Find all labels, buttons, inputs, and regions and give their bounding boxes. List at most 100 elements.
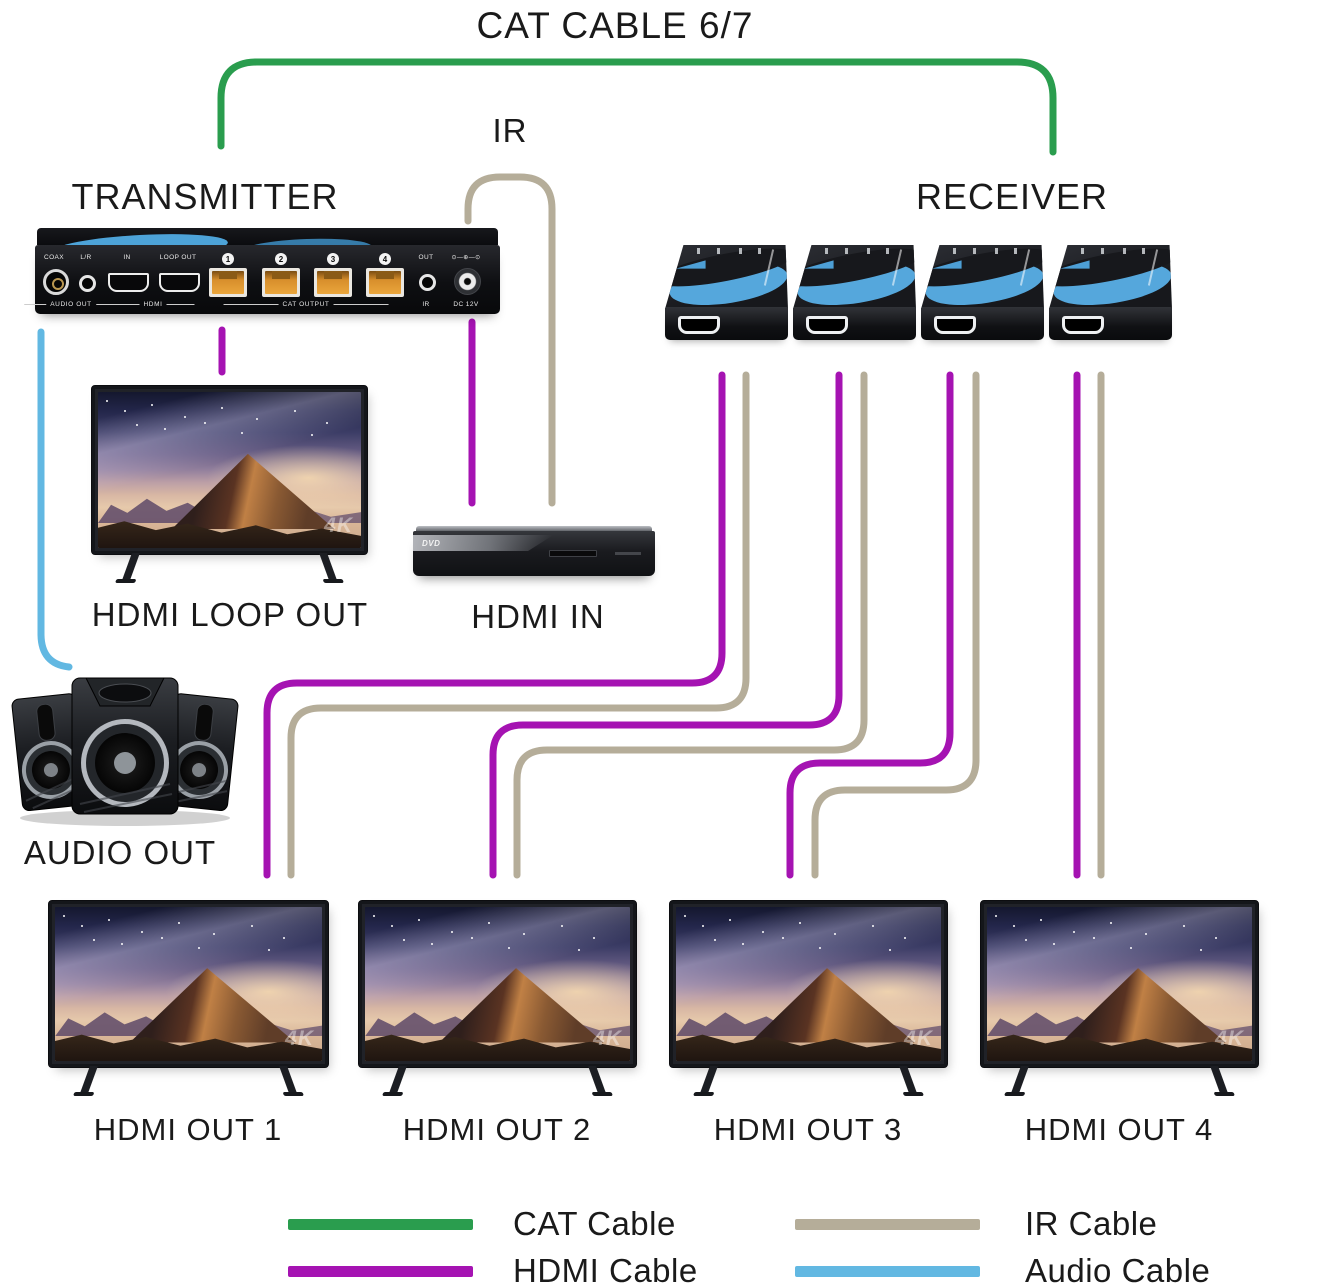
lr-port-label: L/R (80, 254, 92, 261)
hdmi-cable-swatch (288, 1266, 473, 1277)
ir-out-port (419, 274, 436, 291)
audio-out-label: AUDIO OUT (23, 834, 217, 871)
dc-power-jack (454, 268, 481, 295)
cat-cable-main (217, 58, 1057, 156)
ir-label: IR (492, 112, 528, 149)
disc-tray (549, 550, 597, 557)
cat-cable-swatch (288, 1219, 473, 1230)
hdmi-out-2-label: HDMI OUT 2 (402, 1112, 592, 1147)
cat-port-1-number: 1 (222, 253, 234, 265)
right-speaker (163, 693, 239, 811)
tv-4k-badge: 4K (285, 1027, 314, 1050)
tv-hdmi-loop-out: 4K (91, 385, 368, 580)
hdmi-cable-receiver-3 (786, 371, 954, 879)
tv-hdmi-out-4: 4K (980, 900, 1259, 1093)
tv-screen: 4K (98, 392, 361, 548)
audio-cable-swatch (795, 1266, 980, 1277)
hdmi-port (1062, 316, 1104, 334)
loop-out-port-label: LOOP OUT (159, 254, 197, 261)
ir-cable-swatch (795, 1219, 980, 1230)
coax-port (43, 269, 69, 295)
transmitter-label: TRANSMITTER (71, 176, 339, 217)
receiver-top (1049, 245, 1172, 309)
tv-frame: 4K (48, 900, 329, 1068)
ir-cable-transmitter-dvd (464, 173, 556, 507)
transmitter-front-panel: COAX L/R AUDIO OUT IN LOOP OUT HDMI 1 2 … (24, 245, 500, 314)
tv-frame: 4K (669, 900, 948, 1068)
hdmi-out-4-label: HDMI OUT 4 (1024, 1112, 1214, 1147)
cat-output-group-label: CAT OUTPUT (223, 301, 389, 308)
tv-screen: 4K (365, 907, 630, 1061)
receiver-unit-1 (665, 245, 788, 340)
dc-12v-label: DC 12V (453, 301, 479, 308)
tv-4k-badge: 4K (324, 514, 353, 537)
hdmi-group-label: HDMI (111, 301, 195, 308)
transmitter-device: COAX L/R AUDIO OUT IN LOOP OUT HDMI 1 2 … (24, 228, 500, 314)
ir-cable-receiver-2 (513, 371, 868, 879)
tv-screen: 4K (55, 907, 322, 1061)
tv-hdmi-out-3: 4K (669, 900, 948, 1093)
receiver-front (793, 307, 916, 340)
ir-cable-legend-label: IR Cable (1025, 1205, 1158, 1242)
hdmi-loop-out-label: HDMI LOOP OUT (91, 596, 369, 633)
cat-port-4-number: 4 (379, 253, 391, 265)
hdmi-in-label: HDMI IN (471, 598, 605, 635)
hdmi-cable-receiver-2 (489, 371, 843, 879)
receiver-label: RECEIVER (915, 176, 1109, 217)
polarity-symbol: ⊙—⊕—⊙ (451, 255, 481, 261)
tv-4k-badge: 4K (593, 1027, 622, 1050)
tv-frame: 4K (358, 900, 637, 1068)
receiver-unit-4 (1049, 245, 1172, 340)
receiver-top (921, 245, 1044, 309)
rj45-port-3 (314, 268, 352, 297)
brand-swoosh-icon (241, 236, 373, 245)
ir-out-port-label: OUT (418, 254, 434, 261)
tv-screen: 4K (676, 907, 941, 1061)
ir-cable-receiver-3 (811, 371, 980, 879)
tv-frame: 4K (980, 900, 1259, 1068)
center-speaker (71, 677, 179, 815)
tv-4k-badge: 4K (1215, 1027, 1244, 1050)
receiver-front (921, 307, 1044, 340)
hdmi-loop-out-port (159, 273, 200, 292)
dvd-buttons (615, 552, 641, 555)
tv-4k-badge: 4K (904, 1027, 933, 1050)
tv-hdmi-out-2: 4K (358, 900, 637, 1093)
dvd-player: DVD (413, 526, 655, 576)
transmitter-top-face (37, 228, 498, 245)
hdmi-cable-receiver-1 (263, 371, 726, 879)
hdmi-in-port (108, 273, 149, 292)
receiver-top (793, 245, 916, 309)
audio-out-group-label: AUDIO OUT (24, 301, 118, 308)
receiver-top (665, 245, 788, 309)
rj45-port-1 (209, 268, 247, 297)
hdmi-port (806, 316, 848, 334)
receiver-unit-3 (921, 245, 1044, 340)
rj45-port-4 (366, 268, 404, 297)
lr-port (79, 275, 96, 292)
speaker-system (11, 677, 239, 826)
tv-hdmi-out-1: 4K (48, 900, 329, 1093)
hdmi-out-1-label: HDMI OUT 1 (93, 1112, 283, 1147)
ir-cable-receiver-1 (287, 371, 750, 879)
hdmi-cable-legend-label: HDMI Cable (513, 1252, 698, 1287)
receiver-front (665, 307, 788, 340)
receiver-front (1049, 307, 1172, 340)
left-speaker (11, 693, 87, 811)
cat-port-2-number: 2 (275, 253, 287, 265)
dvd-logo: DVD (422, 539, 441, 548)
audio-cable-legend-label: Audio Cable (1025, 1252, 1211, 1287)
receiver-unit-2 (793, 245, 916, 340)
rj45-port-2 (262, 268, 300, 297)
brand-swoosh-icon (52, 230, 229, 245)
tv-screen: 4K (987, 907, 1252, 1061)
cat-cable-legend-label: CAT Cable (513, 1205, 676, 1242)
ir-group-label: IR (422, 301, 430, 308)
hdmi-out-3-label: HDMI OUT 3 (713, 1112, 903, 1147)
audio-cable-speakers (37, 328, 73, 671)
hdmi-port (678, 316, 720, 334)
cat-port-3-number: 3 (327, 253, 339, 265)
hdmi-port (934, 316, 976, 334)
